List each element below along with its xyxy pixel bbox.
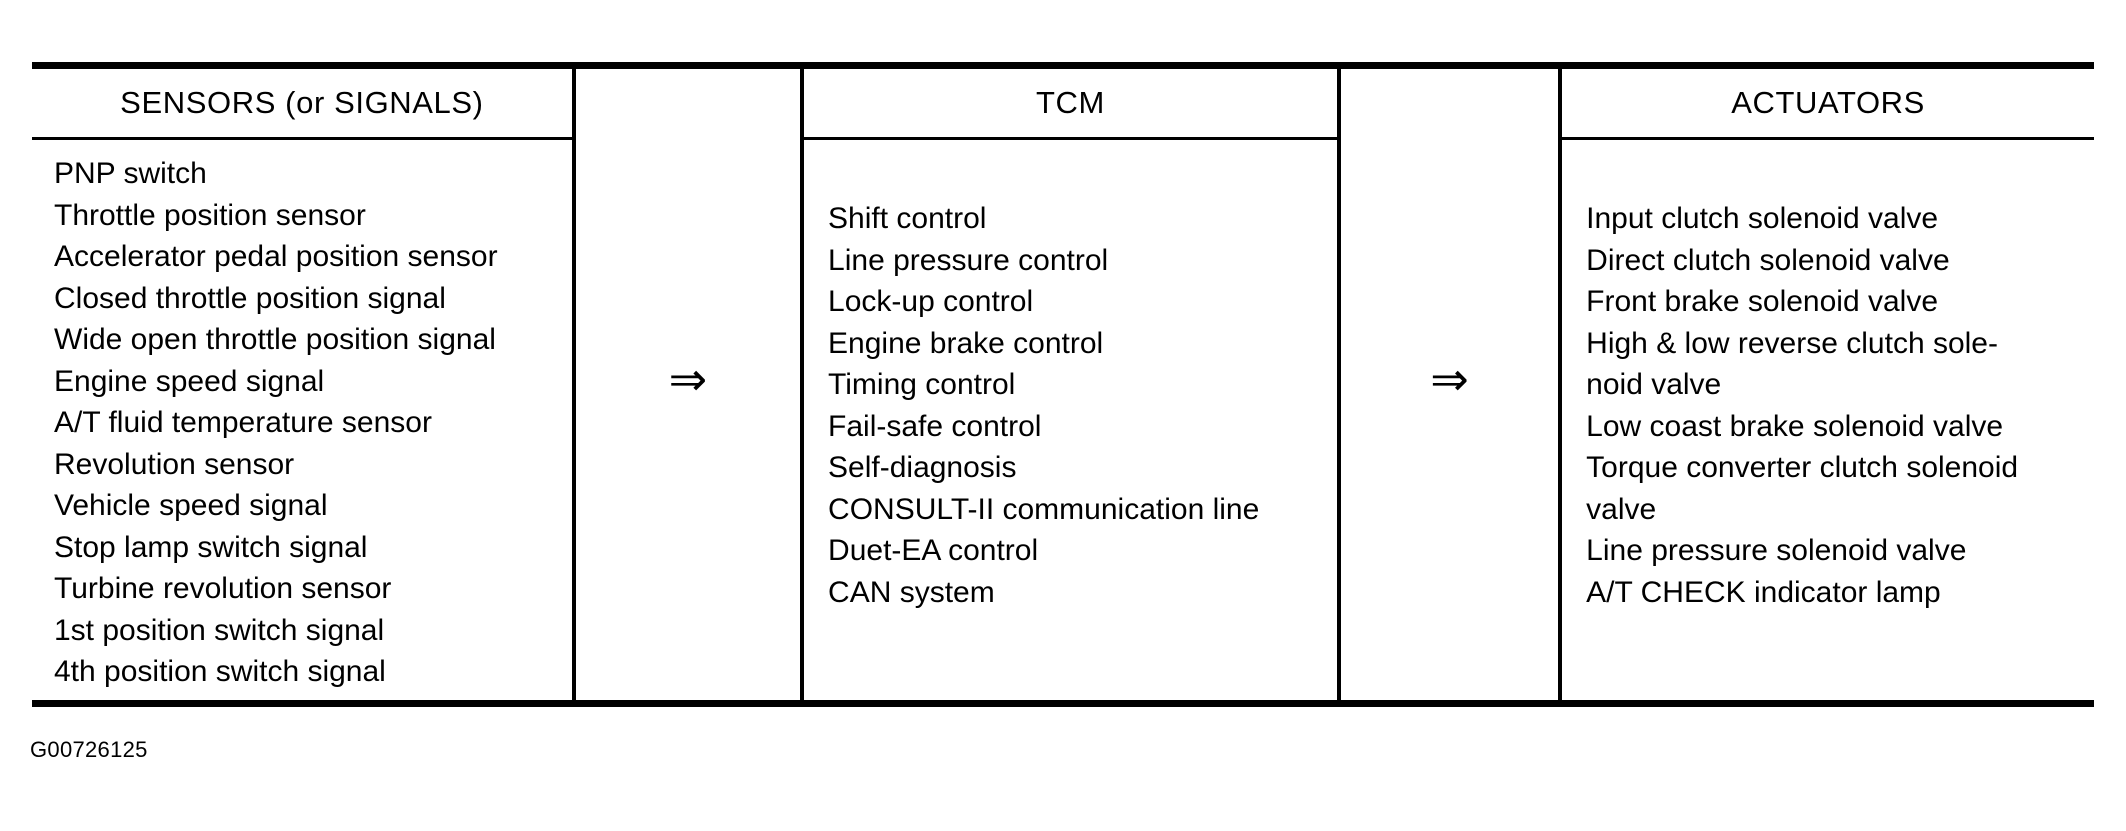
actuators-item-list: Input clutch solenoid valve Direct clutc…: [1586, 198, 2084, 613]
list-item: 1st position switch signal: [54, 613, 385, 647]
actuators-panel-title: ACTUATORS: [1562, 69, 2094, 140]
list-item: Stop lamp switch signal: [54, 530, 368, 564]
actuators-panel-body: Input clutch solenoid valve Direct clutc…: [1562, 140, 2094, 700]
list-item: Throttle position sensor: [54, 198, 366, 232]
tcm-panel-title: TCM: [804, 69, 1337, 140]
list-item: Engine speed signal: [54, 364, 325, 398]
list-item: Duet-EA control: [828, 534, 1039, 567]
tcm-panel-body: Shift control Line pressure control Lock…: [804, 140, 1337, 700]
list-item: Line pressure control: [828, 243, 1109, 277]
list-item: Shift control: [828, 202, 987, 235]
list-item: Engine brake control: [828, 326, 1104, 360]
list-item: Front brake solenoid valve: [1586, 285, 1939, 318]
list-item: Direct clutch solenoid valve: [1586, 243, 1950, 277]
list-item: PNP switch: [54, 157, 207, 190]
list-item: Line pressure solenoid valve: [1586, 534, 1967, 567]
sensors-panel-title: SENSORS (or SIGNALS): [32, 69, 572, 140]
sensors-to-tcm-gap: ⇒: [576, 69, 800, 700]
list-item: Low coast brake solenoid valve: [1586, 409, 2004, 443]
tcm-panel: TCM Shift control Line pressure control …: [800, 69, 1341, 700]
tcm-item-list: Shift control Line pressure control Lock…: [828, 198, 1327, 613]
list-item: Accelerator pedal position sensor: [54, 240, 498, 273]
list-item: Fail-safe control: [828, 409, 1042, 443]
right-double-arrow-icon: ⇒: [1430, 351, 1469, 406]
list-item: Turbine revolution sensor: [54, 572, 392, 605]
list-item: High & low reverse clutch sole- noid val…: [1586, 326, 1998, 402]
list-item: Wide open throttle position signal: [54, 323, 496, 356]
list-item: A/T fluid temperature sensor: [54, 406, 432, 439]
list-item: Timing control: [828, 368, 1016, 401]
list-item: Lock-up control: [828, 285, 1034, 318]
list-item: A/T CHECK indicator lamp: [1586, 575, 1941, 609]
list-item: 4th position switch signal: [54, 655, 386, 688]
list-item: CAN system: [828, 575, 995, 609]
list-item: Input clutch solenoid valve: [1586, 202, 1939, 235]
list-item: Self-diagnosis: [828, 451, 1017, 484]
right-double-arrow-icon: ⇒: [668, 351, 708, 406]
actuators-panel: ACTUATORS Input clutch solenoid valve Di…: [1558, 69, 2094, 700]
list-item: Vehicle speed signal: [54, 489, 328, 522]
list-item: CONSULT-II communication line: [828, 492, 1260, 526]
list-item: Closed throttle position signal: [54, 281, 446, 315]
tcm-to-actuators-gap: ⇒: [1341, 69, 1558, 700]
sensors-panel: SENSORS (or SIGNALS) PNP switch Throttle…: [32, 69, 576, 700]
control-system-flow-table: SENSORS (or SIGNALS) PNP switch Throttle…: [32, 62, 2094, 707]
sensors-panel-body: PNP switch Throttle position sensor Acce…: [32, 140, 572, 700]
list-item: Revolution sensor: [54, 447, 295, 481]
list-item: Torque converter clutch solenoid valve: [1586, 451, 2019, 526]
figure-id-label: G00726125: [30, 737, 148, 762]
sensors-item-list: PNP switch Throttle position sensor Acce…: [54, 153, 562, 693]
